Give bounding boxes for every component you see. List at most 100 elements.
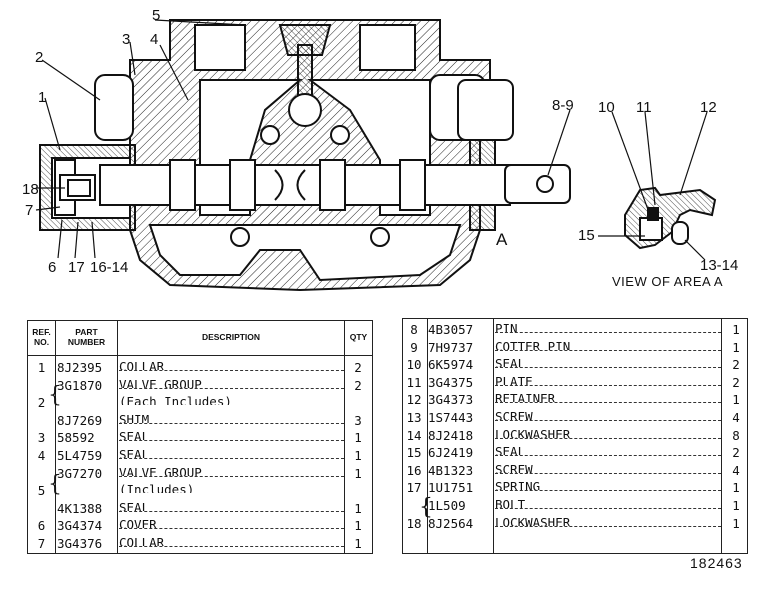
- valve-spool: [99, 159, 571, 211]
- qty-cell: 1: [354, 500, 362, 516]
- ref-no-cell: 11: [406, 374, 422, 390]
- description-cell: SEAL: [495, 356, 721, 369]
- qty-cell: 2: [354, 360, 362, 375]
- valve-housing: [129, 19, 491, 292]
- callout-area-a: A: [496, 230, 508, 249]
- part-number-cell: 8J2564: [428, 515, 474, 531]
- header-ref-no: REF. NO.: [32, 327, 51, 347]
- table-row: 14 8J2418 LOCKWASHER 8: [403, 427, 747, 444]
- description-cell: SEAL: [119, 429, 344, 442]
- description-cell: LOCKWASHER: [495, 427, 721, 439]
- ref-no-cell: 17: [406, 480, 422, 496]
- part-number-cell: 7H9737: [428, 339, 474, 355]
- part-number-cell: 8J2395: [57, 360, 103, 375]
- description-cell: PLATE: [495, 374, 721, 386]
- part-number-cell: 58592: [57, 430, 95, 446]
- ref-no-cell: 3: [37, 430, 46, 446]
- qty-cell: 1: [732, 480, 740, 496]
- description-cell: SEAL: [495, 444, 721, 457]
- table-row: 12 3G4373 RETAINER 1: [403, 391, 747, 408]
- part-number-cell: 1L509: [428, 498, 466, 513]
- part-number-cell: 3G4373: [428, 392, 474, 408]
- description-cell: SEAL: [119, 447, 344, 459]
- qty-cell: 1: [354, 448, 362, 463]
- view-caption: VIEW OF AREA A: [612, 274, 724, 289]
- description-cell: COLLAR: [119, 535, 344, 547]
- qty-cell: 1: [354, 465, 362, 481]
- part-number-cell: 1U1751: [428, 480, 474, 496]
- description-cell: PIN: [495, 321, 721, 333]
- qty-cell: 2: [732, 445, 740, 461]
- description-cell: (Each Includes): [119, 394, 232, 406]
- description-cell: SCREW: [495, 409, 721, 421]
- qty-cell: 8: [732, 427, 740, 443]
- valve-cross-section-drawing: [35, 19, 717, 292]
- callout-6: 6: [48, 259, 57, 276]
- description-cell: SHIM: [119, 412, 344, 424]
- qty-cell: 2: [354, 377, 362, 393]
- qty-cell: 1: [732, 339, 740, 355]
- description-cell: RETAINER: [495, 391, 721, 404]
- part-number-cell: 4B3057: [428, 322, 474, 337]
- part-number-cell: 6J2419: [428, 445, 474, 461]
- header-description: DESCRIPTION: [201, 332, 261, 342]
- ref-no-cell: 1: [37, 360, 46, 375]
- right-fitting: [429, 74, 514, 231]
- ref-no-cell: 16: [406, 462, 422, 478]
- brace-2: {: [48, 383, 62, 408]
- callout-18: 18: [22, 181, 39, 198]
- part-number-cell: 3G4374: [57, 518, 103, 534]
- callout-1: 1: [38, 89, 47, 106]
- qty-cell: 1: [354, 518, 362, 534]
- part-number-cell: 4K1388: [57, 500, 103, 516]
- ref-no-cell: 5: [37, 483, 46, 499]
- qty-cell: 1: [732, 392, 740, 408]
- qty-cell: 1: [354, 536, 362, 551]
- figure-number: 182463: [690, 555, 743, 571]
- header-part-number: PART NUMBER: [67, 327, 106, 347]
- description-cell: COTTER PIN: [495, 339, 721, 351]
- part-number-cell: 3G4376: [57, 536, 103, 551]
- ref-no-cell: 4: [37, 448, 46, 463]
- callout-3: 3: [122, 31, 131, 48]
- left-cover: [39, 74, 136, 231]
- table-row: 2(Each Includes): [28, 394, 372, 411]
- part-number-cell: 3G4375: [428, 374, 474, 390]
- qty-cell: 2: [732, 357, 740, 373]
- brace-5: {: [48, 472, 62, 497]
- part-number-cell: 3G1870: [57, 377, 103, 393]
- part-number-cell: 8J2418: [428, 427, 474, 443]
- brace-18: {: [419, 495, 433, 520]
- ref-no-cell: 14: [406, 427, 422, 443]
- callout-10: 10: [598, 99, 615, 116]
- ref-no-cell: 8: [410, 322, 418, 337]
- header-qty: QTY: [349, 332, 368, 342]
- ref-no-cell: 15: [406, 445, 422, 461]
- part-number-cell: 4B1323: [428, 462, 474, 478]
- callout-5: 5: [152, 7, 161, 24]
- qty-cell: 1: [354, 430, 362, 446]
- qty-cell: 4: [732, 410, 740, 425]
- callout-11: 11: [636, 99, 652, 116]
- table-row: 15 6J2419 SEAL 2: [403, 444, 747, 461]
- ref-no-cell: 12: [406, 392, 422, 408]
- callout-7: 7: [25, 202, 34, 219]
- table-row: 5(Includes): [28, 482, 372, 499]
